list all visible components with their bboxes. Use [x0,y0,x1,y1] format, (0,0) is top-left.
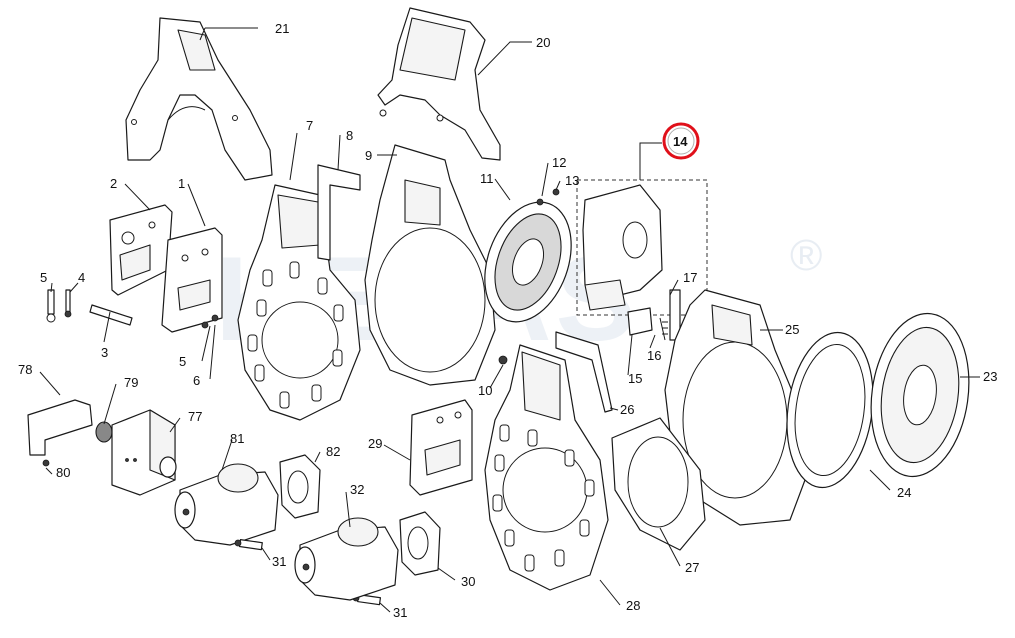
part-8-gasket[interactable] [317,164,361,261]
part-26-gasket[interactable] [555,331,613,413]
part-82-flange[interactable] [279,454,321,519]
part-80-nut[interactable] [42,459,50,467]
callout-9[interactable]: 9 [365,148,372,163]
part-30-flange[interactable] [399,511,441,576]
callout-24[interactable]: 24 [897,485,911,500]
callout-12[interactable]: 12 [552,155,566,170]
part-15-bracket[interactable] [627,307,653,336]
callout-81[interactable]: 81 [230,431,244,446]
callout-78[interactable]: 78 [18,362,32,377]
callout-16[interactable]: 16 [647,348,661,363]
callout-5-upper[interactable]: 5 [40,270,47,285]
part-79-grommet[interactable] [95,421,113,443]
part-3-strap[interactable] [89,304,133,326]
highlight-marker [662,122,700,160]
part-6-nut[interactable] [201,321,209,329]
part-14-cover-assembly[interactable] [576,179,708,316]
callout-27[interactable]: 27 [685,560,699,575]
callout-29[interactable]: 29 [368,436,382,451]
callout-23[interactable]: 23 [983,369,997,384]
callout-31-lower[interactable]: 31 [393,605,407,620]
part-27-gasket[interactable] [611,417,706,551]
part-25-housing[interactable] [664,289,806,526]
part-10-nut[interactable] [498,355,508,365]
part-16-spring[interactable] [659,317,668,341]
watermark-registered-mark: ® [790,231,822,280]
callout-7[interactable]: 7 [306,118,313,133]
callout-26[interactable]: 26 [620,402,634,417]
part-28-plate[interactable] [484,344,609,591]
part-5-bolt[interactable] [46,289,56,323]
callout-77[interactable]: 77 [188,409,202,424]
callout-8[interactable]: 8 [346,128,353,143]
callout-6[interactable]: 6 [193,373,200,388]
part-81-starter[interactable] [174,463,279,546]
callout-20[interactable]: 20 [536,35,550,50]
callout-80[interactable]: 80 [56,465,70,480]
callout-4[interactable]: 4 [78,270,85,285]
part-77-box[interactable] [111,409,177,496]
part-29-bracket[interactable] [409,399,473,496]
part-9-housing[interactable] [364,144,496,386]
part-24-gasket[interactable] [778,327,883,493]
callout-13[interactable]: 13 [565,173,579,188]
part-78-bracket[interactable] [27,399,93,456]
part-11-grille[interactable] [469,190,587,334]
part-1-bracket[interactable] [161,227,223,333]
plate-28-slots [492,424,595,572]
part-2-bracket[interactable] [109,204,173,296]
part-7-plate[interactable] [237,184,361,421]
callout-5-lower[interactable]: 5 [179,354,186,369]
callout-labels: 21 20 7 8 9 11 12 13 14 2 1 5 4 3 5 6 17… [18,21,997,620]
callout-21[interactable]: 21 [275,21,289,36]
callout-79[interactable]: 79 [124,375,138,390]
part-12-screw[interactable] [536,198,544,206]
part-32-starter[interactable] [294,517,399,601]
part-20-duct[interactable] [377,7,501,161]
callout-11[interactable]: 11 [480,171,494,186]
callout-3[interactable]: 3 [101,345,108,360]
part-4-washer[interactable] [64,289,72,318]
part-31-bolt-upper[interactable] [234,539,263,551]
part-21-duct[interactable] [125,17,273,181]
callout-15[interactable]: 15 [628,371,642,386]
callout-1[interactable]: 1 [178,176,185,191]
leader-lines [39,27,980,613]
callout-28[interactable]: 28 [626,598,640,613]
callout-30[interactable]: 30 [461,574,475,589]
callout-2[interactable]: 2 [110,176,117,191]
callout-14[interactable]: 14 [673,134,688,149]
callout-31-upper[interactable]: 31 [272,554,286,569]
callout-82[interactable]: 82 [326,444,340,459]
callout-10[interactable]: 10 [478,383,492,398]
callout-17[interactable]: 17 [683,270,697,285]
callout-25[interactable]: 25 [785,322,799,337]
part-23-cover[interactable] [861,307,979,483]
callout-32[interactable]: 32 [350,482,364,497]
plate-7-slots [247,261,344,409]
